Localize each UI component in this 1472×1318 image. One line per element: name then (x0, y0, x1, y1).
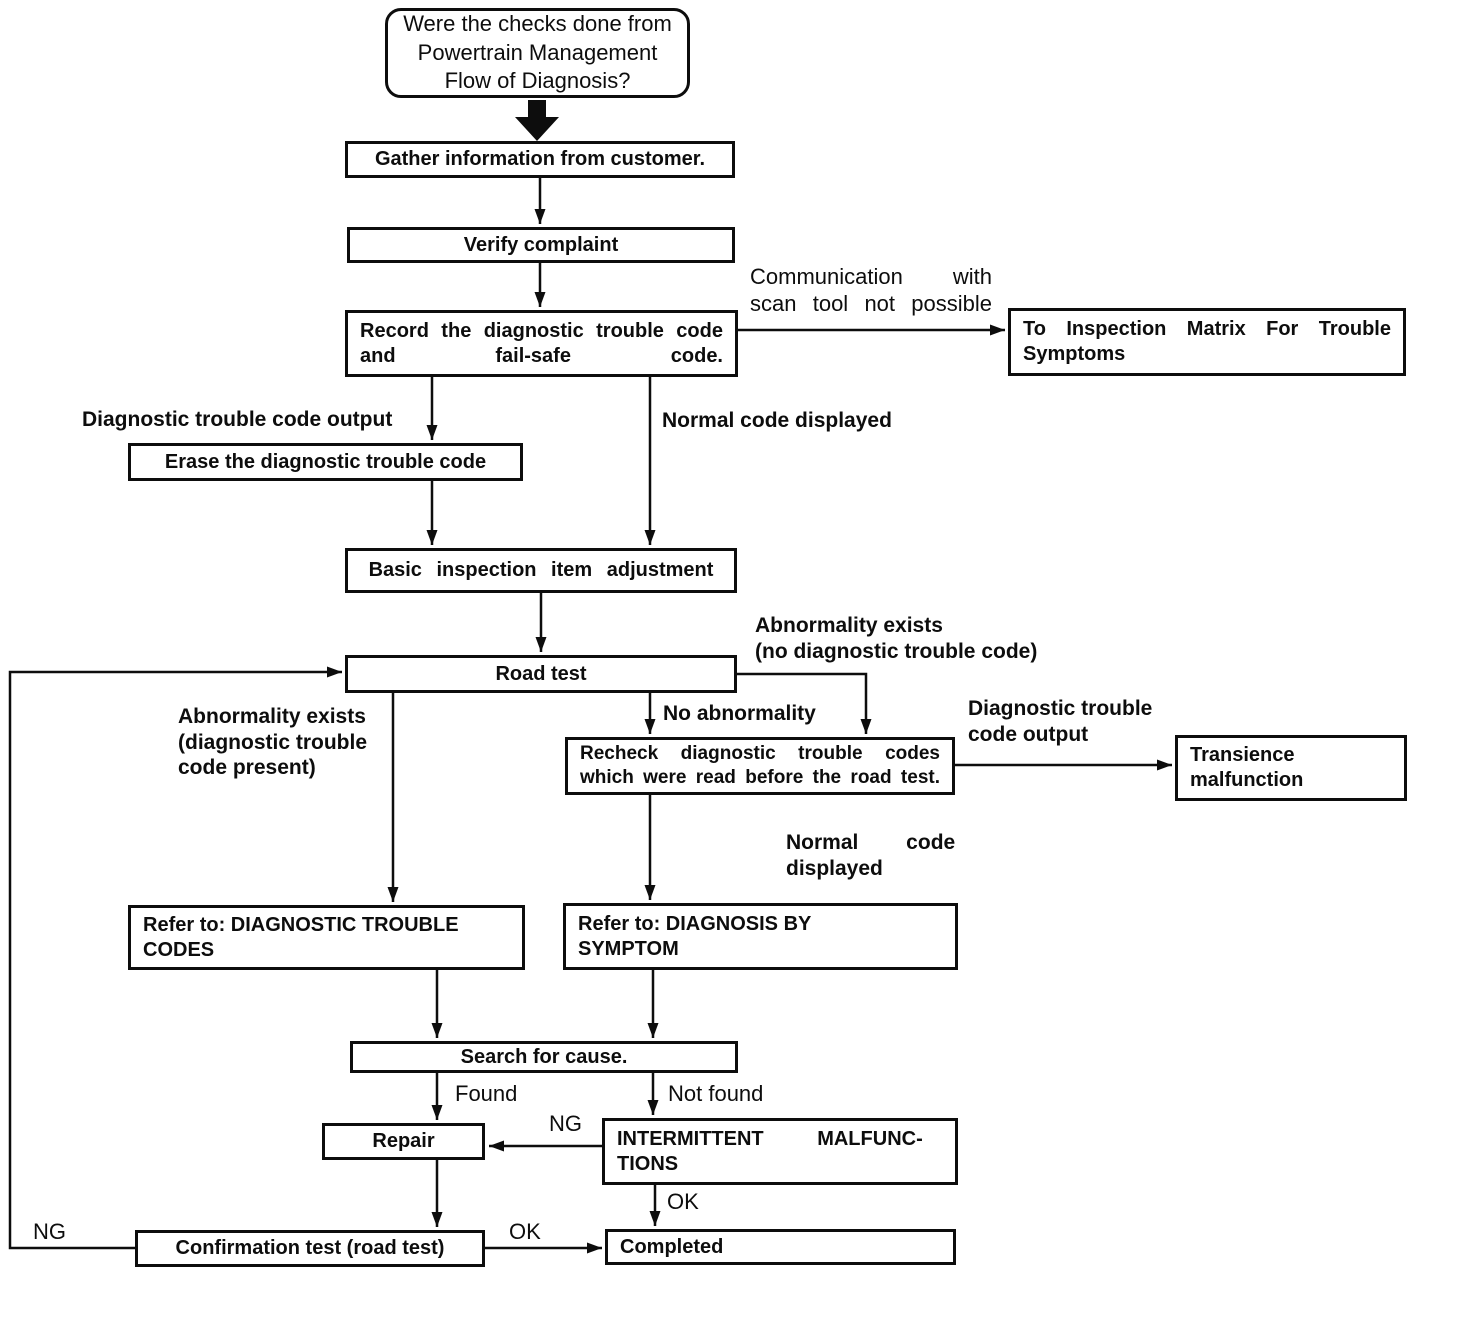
node-repair: Repair (322, 1123, 485, 1160)
edge-ng-loop-to-roadtest (8, 666, 342, 1250)
node-completed: Completed (605, 1229, 956, 1265)
label-normal-code-displayed-top: Normal code displayed (662, 409, 892, 432)
label-not-found: Not found (668, 1081, 764, 1106)
label-dtc-output-right: Diagnostic trouble code output (968, 697, 1153, 746)
label-ng-intermittent-to-repair: NG (549, 1111, 582, 1136)
label-ok-to-completed: OK (667, 1189, 699, 1214)
node-erase-dtc: Erase the diagnostic trouble code (128, 443, 523, 481)
edge-roadtest-right-to-recheck (737, 672, 872, 734)
label-normal-code-displayed-bottom: Normal code displayed (786, 831, 956, 880)
node-basic-inspection: Basic inspection item adjustment (345, 548, 737, 593)
label-abnormality-no-dtc: Abnormality exists (no diagnostic troubl… (755, 614, 1038, 663)
node-refer-dtc: Refer to: DIAGNOSTIC TROUBLE CODES (128, 905, 525, 970)
block-arrow-start-to-gather (515, 100, 559, 141)
node-start: Were the checks done from Powertrain Man… (385, 8, 690, 98)
node-record-dtc: Record the diagnostic trouble code and f… (345, 310, 738, 377)
label-ok-confirmation: OK (509, 1219, 541, 1244)
node-search-cause: Search for cause. (350, 1041, 738, 1073)
node-recheck-dtc: Recheck diagnostic trouble codes which w… (565, 737, 955, 795)
node-road-test: Road test (345, 655, 737, 693)
node-refer-symptom: Refer to: DIAGNOSIS BY SYMPTOM (563, 903, 958, 970)
label-communication-scan-tool: Communication with scan tool not possibl… (750, 264, 992, 316)
node-intermittent-malfunctions: INTERMITTENT MALFUNC- TIONS (602, 1118, 958, 1185)
label-dtc-output-left: Diagnostic trouble code output (82, 408, 393, 431)
node-gather-info: Gather information from customer. (345, 141, 735, 178)
label-ng-loop: NG (33, 1219, 66, 1244)
label-no-abnormality: No abnormality (663, 702, 816, 725)
label-found: Found (455, 1081, 518, 1106)
node-inspection-matrix: To Inspection Matrix For Trouble Symptom… (1008, 308, 1406, 376)
label-abnormality-dtc-present: Abnormality exists (diagnostic trouble c… (178, 705, 367, 780)
node-verify-complaint: Verify complaint (347, 227, 735, 263)
node-confirmation-test: Confirmation test (road test) (135, 1230, 485, 1267)
node-transience-malfunction: Transience malfunction (1175, 735, 1407, 801)
